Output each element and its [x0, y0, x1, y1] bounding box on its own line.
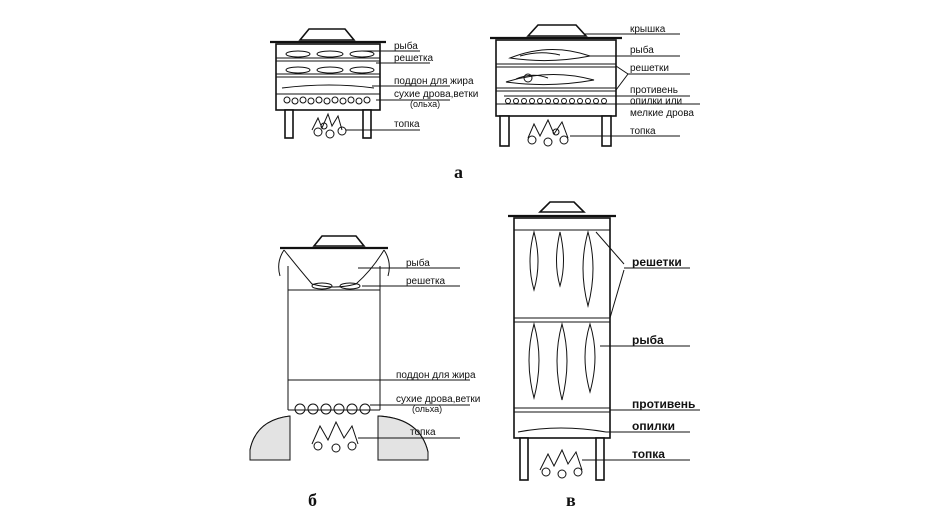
label-fish: рыба [406, 257, 430, 269]
fish-upper-row [529, 230, 594, 308]
firebox-fire [311, 112, 347, 139]
label-firebox: топка [410, 427, 436, 438]
grease-tray [281, 84, 375, 89]
leg-right [601, 115, 612, 147]
label-rack: решетка [394, 53, 434, 64]
caption-v: в [566, 490, 576, 510]
label-fish: рыба [394, 40, 418, 52]
dry-wood-row [283, 96, 371, 105]
label-fish: рыба [632, 333, 664, 347]
lid [538, 201, 586, 213]
label-sawdust: опилки [632, 419, 675, 433]
label-grease-tray: поддон для жира [396, 370, 476, 381]
leg-left [284, 109, 294, 139]
smoker-body [495, 39, 617, 117]
label-baking-tray: противень [632, 397, 695, 411]
label-rack: решетка [406, 276, 446, 287]
label-fish: рыба [630, 44, 654, 56]
label-sawdust-or: опилки или [630, 96, 682, 107]
lid [526, 24, 588, 37]
firebox-fire [311, 420, 359, 453]
leg-right [362, 109, 372, 139]
fish-lower-row [528, 322, 596, 401]
fish-bottom [505, 73, 595, 86]
label-lid: крышка [630, 24, 666, 35]
diagram-b: рыба решетка поддон для жира сухие дрова… [249, 235, 480, 461]
leg-right [595, 437, 605, 481]
label-alder: (ольха) [412, 404, 442, 414]
fish-row-bottom [285, 66, 375, 74]
firebox-fire [527, 118, 569, 147]
caption-a: а [454, 162, 463, 182]
label-firebox: топка [630, 126, 656, 137]
smoker-cabinet [513, 217, 611, 439]
diagram-a1: рыба решетка поддон для жира сухие дрова… [270, 28, 478, 139]
label-small-wood: мелкие дрова [630, 108, 694, 119]
label-racks: решетки [630, 63, 669, 74]
leg-left [519, 437, 529, 481]
sawdust [517, 427, 607, 433]
label-firebox: топка [632, 447, 665, 461]
label-racks: решетки [632, 255, 682, 269]
dry-wood-logs [294, 403, 371, 415]
diagram-v: решетки рыба противень опилки топка [508, 201, 700, 481]
label-dry-wood: сухие дрова,ветки [394, 89, 478, 100]
cloth-right [383, 249, 390, 277]
label-alder: (ольха) [410, 99, 440, 109]
label-firebox: топка [394, 119, 420, 130]
cloth-left [278, 249, 285, 277]
lid [312, 235, 366, 247]
label-baking-tray: противень [630, 85, 678, 96]
fish-on-rack [311, 282, 361, 290]
label-dry-wood: сухие дрова,ветки [396, 394, 480, 405]
caption-b: б [308, 490, 317, 510]
firebox-fire [539, 448, 583, 479]
label-grease-tray: поддон для жира [394, 76, 474, 87]
lid [298, 28, 356, 41]
leg-left [499, 115, 510, 147]
diagram-a2: крышка рыба решетки противень опилки или… [490, 24, 700, 147]
sawdust-row [505, 98, 607, 104]
